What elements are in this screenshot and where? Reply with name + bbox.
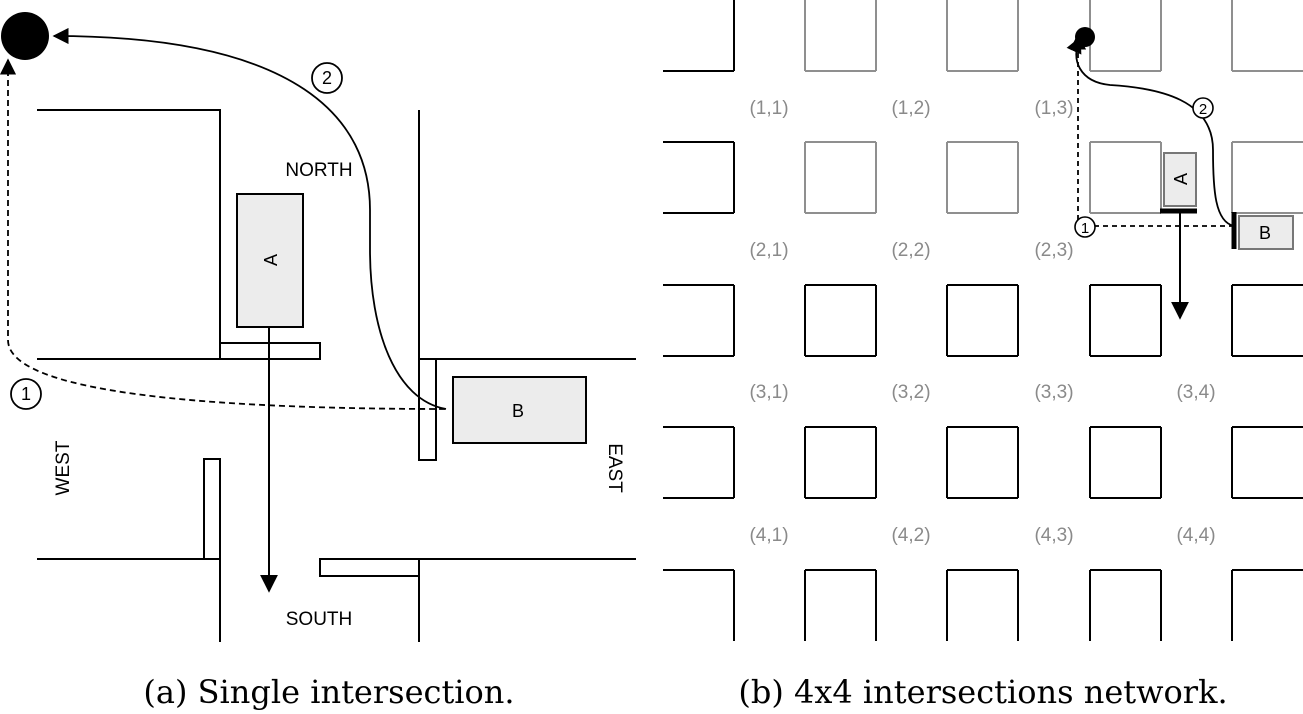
intersection-label: (1,2) (891, 98, 930, 119)
intersection-label: (4,1) (749, 525, 788, 546)
city-block (1089, 426, 1162, 499)
path-2-solid-arrow (52, 27, 447, 410)
city-block (1089, 0, 1162, 72)
city-block (1231, 569, 1303, 641)
city-block (804, 426, 877, 499)
intersection-label: (4,3) (1034, 525, 1073, 546)
stop-line-west (203, 458, 221, 560)
city-block (946, 0, 1019, 72)
city-block (663, 141, 735, 214)
path-2-marker (311, 62, 343, 94)
direction-north-label: NORTH (285, 160, 352, 181)
city-block (804, 141, 877, 214)
car-a-label: A (261, 254, 281, 266)
grid-car-b (1238, 215, 1294, 250)
path-1-dashed-arrow (0, 58, 446, 410)
city-block (946, 141, 1019, 214)
path-2-marker-label: 2 (322, 68, 332, 88)
city-block (946, 284, 1019, 357)
city-block (663, 569, 735, 641)
grid-path-2-marker-label: 2 (1199, 101, 1207, 118)
city-block (1089, 569, 1162, 641)
intersection-label: (1,3) (1034, 98, 1073, 119)
city-block (663, 426, 735, 499)
intersection-label: (2,3) (1034, 240, 1073, 261)
stop-line-south (319, 558, 420, 577)
grid-car-a (1163, 152, 1197, 207)
city-block (946, 426, 1019, 499)
path-1-marker (10, 378, 42, 410)
road-edge-southeast (418, 558, 636, 642)
city-block (663, 284, 735, 357)
grid-path-2-marker (1192, 97, 1214, 119)
intersection-label: (3,2) (891, 382, 930, 403)
city-block (804, 284, 877, 357)
stop-line-east (418, 358, 437, 461)
destination-dot (1, 12, 49, 60)
road-edge-northeast (418, 110, 636, 360)
direction-south-label: SOUTH (286, 609, 353, 630)
stop-lines (203, 342, 437, 577)
city-blocks (663, 0, 1303, 641)
caption-a: (a) Single intersection. (143, 673, 514, 711)
road-edge-southwest (37, 558, 221, 642)
intersection-label: (3,4) (1176, 382, 1215, 403)
direction-east-label: EAST (604, 443, 625, 493)
city-block (663, 0, 735, 72)
city-block (1089, 141, 1162, 214)
path-1-marker-label: 1 (21, 384, 31, 404)
caption-b: (b) 4x4 intersections network. (738, 673, 1227, 711)
city-block (1231, 284, 1303, 357)
grid-car-a-label: A (1171, 173, 1191, 185)
intersection-label: (3,1) (749, 382, 788, 403)
intersection-labels: (1,1) (1,2) (1,3) (2,1) (2,2) (2,3) (3,1) (3,2)… (749, 98, 1215, 546)
intersection-label: (2,2) (891, 240, 930, 261)
city-block (1231, 0, 1303, 72)
road-edge-northwest (37, 109, 221, 360)
grid-path-1-marker (1074, 216, 1096, 238)
city-block (946, 569, 1019, 641)
intersection-label: (4,4) (1176, 525, 1215, 546)
car-b-label: B (512, 401, 524, 421)
city-block (804, 0, 877, 72)
city-block (1231, 141, 1303, 214)
car-b (452, 376, 587, 444)
grid-path-2-solid-arrow (1066, 36, 1235, 227)
city-block (804, 569, 877, 641)
intersection-label: (4,2) (891, 525, 930, 546)
direction-west-label: WEST (53, 440, 74, 495)
city-block (1089, 284, 1162, 357)
intersection-label: (2,1) (749, 240, 788, 261)
intersection-label: (3,3) (1034, 382, 1073, 403)
panel-single-intersection: A B 1 2 NORTH SOUTH WEST EAST (a) Single… (0, 12, 636, 711)
panel-grid-network: (1,1) (1,2) (1,3) (2,1) (2,2) (2,3) (3,1) (3,2)… (663, 0, 1303, 711)
city-block (1231, 426, 1303, 499)
grid-path-1-marker-label: 1 (1081, 220, 1089, 237)
grid-car-b-label: B (1259, 223, 1271, 243)
intersection-label: (1,1) (749, 98, 788, 119)
